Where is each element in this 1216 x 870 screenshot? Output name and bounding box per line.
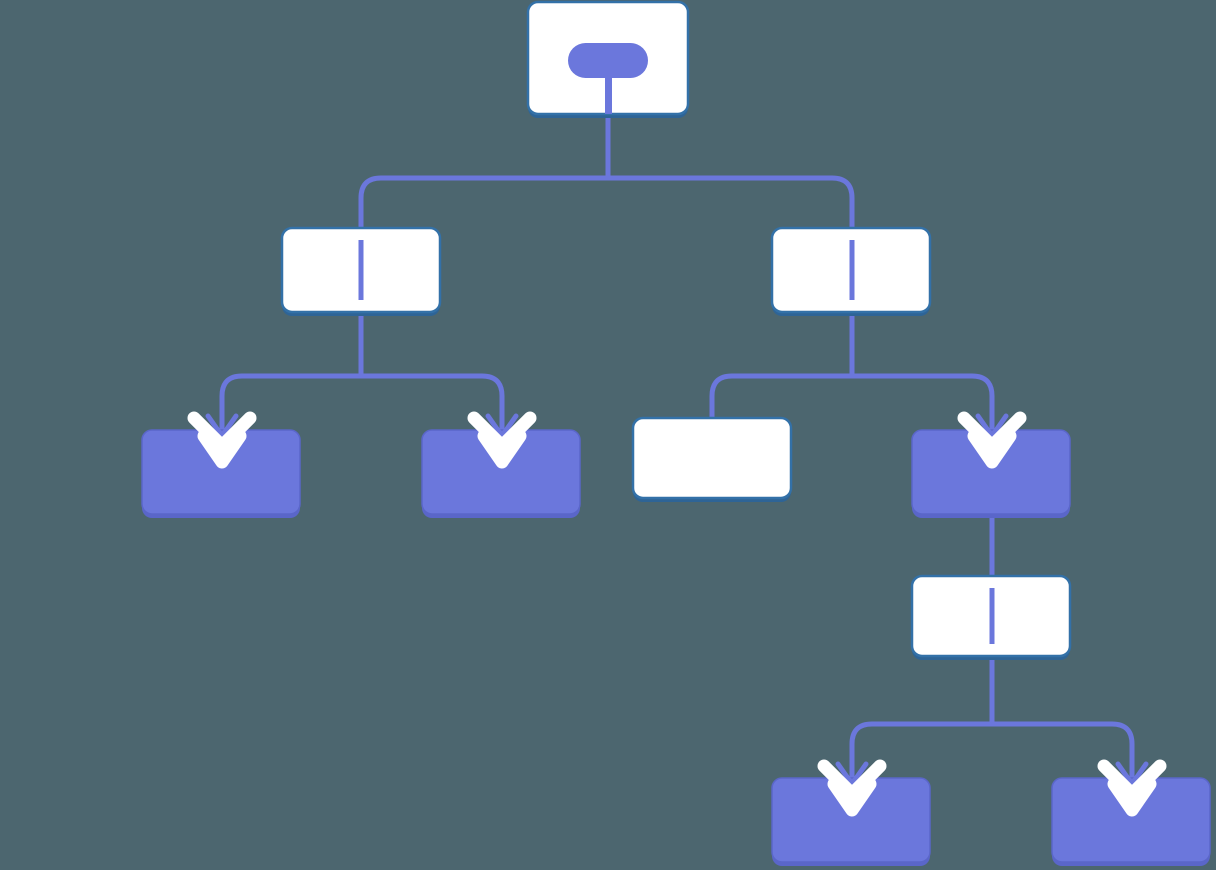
node-body: [911, 429, 1071, 515]
node-n0-root[interactable]: [526, 0, 690, 118]
node-n8-leaf[interactable]: [771, 777, 931, 866]
root-pill-icon: [568, 43, 648, 78]
chevron-top: [817, 759, 887, 801]
chevron-bottom: [197, 429, 247, 469]
chevron-top: [467, 411, 537, 453]
connector-arrowhead: [1115, 761, 1149, 787]
chevron-top: [1097, 759, 1167, 801]
edges-layer: [219, 114, 1135, 778]
inner-lines-layer: [358, 240, 995, 644]
double-chevron-down-icon-cv6: [957, 411, 1027, 469]
chevron-bottom: [477, 429, 527, 469]
node-body: [141, 429, 301, 515]
node-body: [421, 429, 581, 515]
double-chevron-down-icon-cv8: [817, 759, 887, 817]
chevron-top: [957, 411, 1027, 453]
connector-arrowhead: [835, 761, 869, 787]
connector-edge-e3: [358, 312, 505, 430]
node-n9-leaf[interactable]: [1051, 777, 1211, 866]
node-n6-leaf[interactable]: [911, 429, 1071, 518]
node-n3-leaf[interactable]: [141, 429, 301, 518]
chevron-bottom: [967, 429, 1017, 469]
connector-edge-e1: [605, 114, 855, 228]
chevron-top: [187, 411, 257, 453]
connector-edge-e8: [989, 656, 1135, 778]
double-chevron-down-icon-cv9: [1097, 759, 1167, 817]
connector-arrowhead: [975, 413, 1009, 439]
double-chevron-down-icon-cv4: [467, 411, 537, 469]
chevrons-layer: [187, 411, 1167, 817]
connector-arrowhead: [485, 413, 519, 439]
chevron-bottom: [1107, 777, 1157, 817]
node-body: [631, 416, 793, 500]
connector-edge-e4: [709, 312, 855, 418]
connector-edge-e2: [219, 312, 364, 430]
root-stem: [605, 60, 612, 114]
chevron-bottom: [827, 777, 877, 817]
node-n5-branch[interactable]: [631, 416, 793, 502]
double-chevron-down-icon-cv3: [187, 411, 257, 469]
connector-arrowhead: [205, 413, 239, 439]
connector-edge-e5: [849, 312, 995, 430]
connector-edge-e7: [849, 656, 995, 778]
node-n4-leaf[interactable]: [421, 429, 581, 518]
node-body: [771, 777, 931, 863]
node-body: [1051, 777, 1211, 863]
